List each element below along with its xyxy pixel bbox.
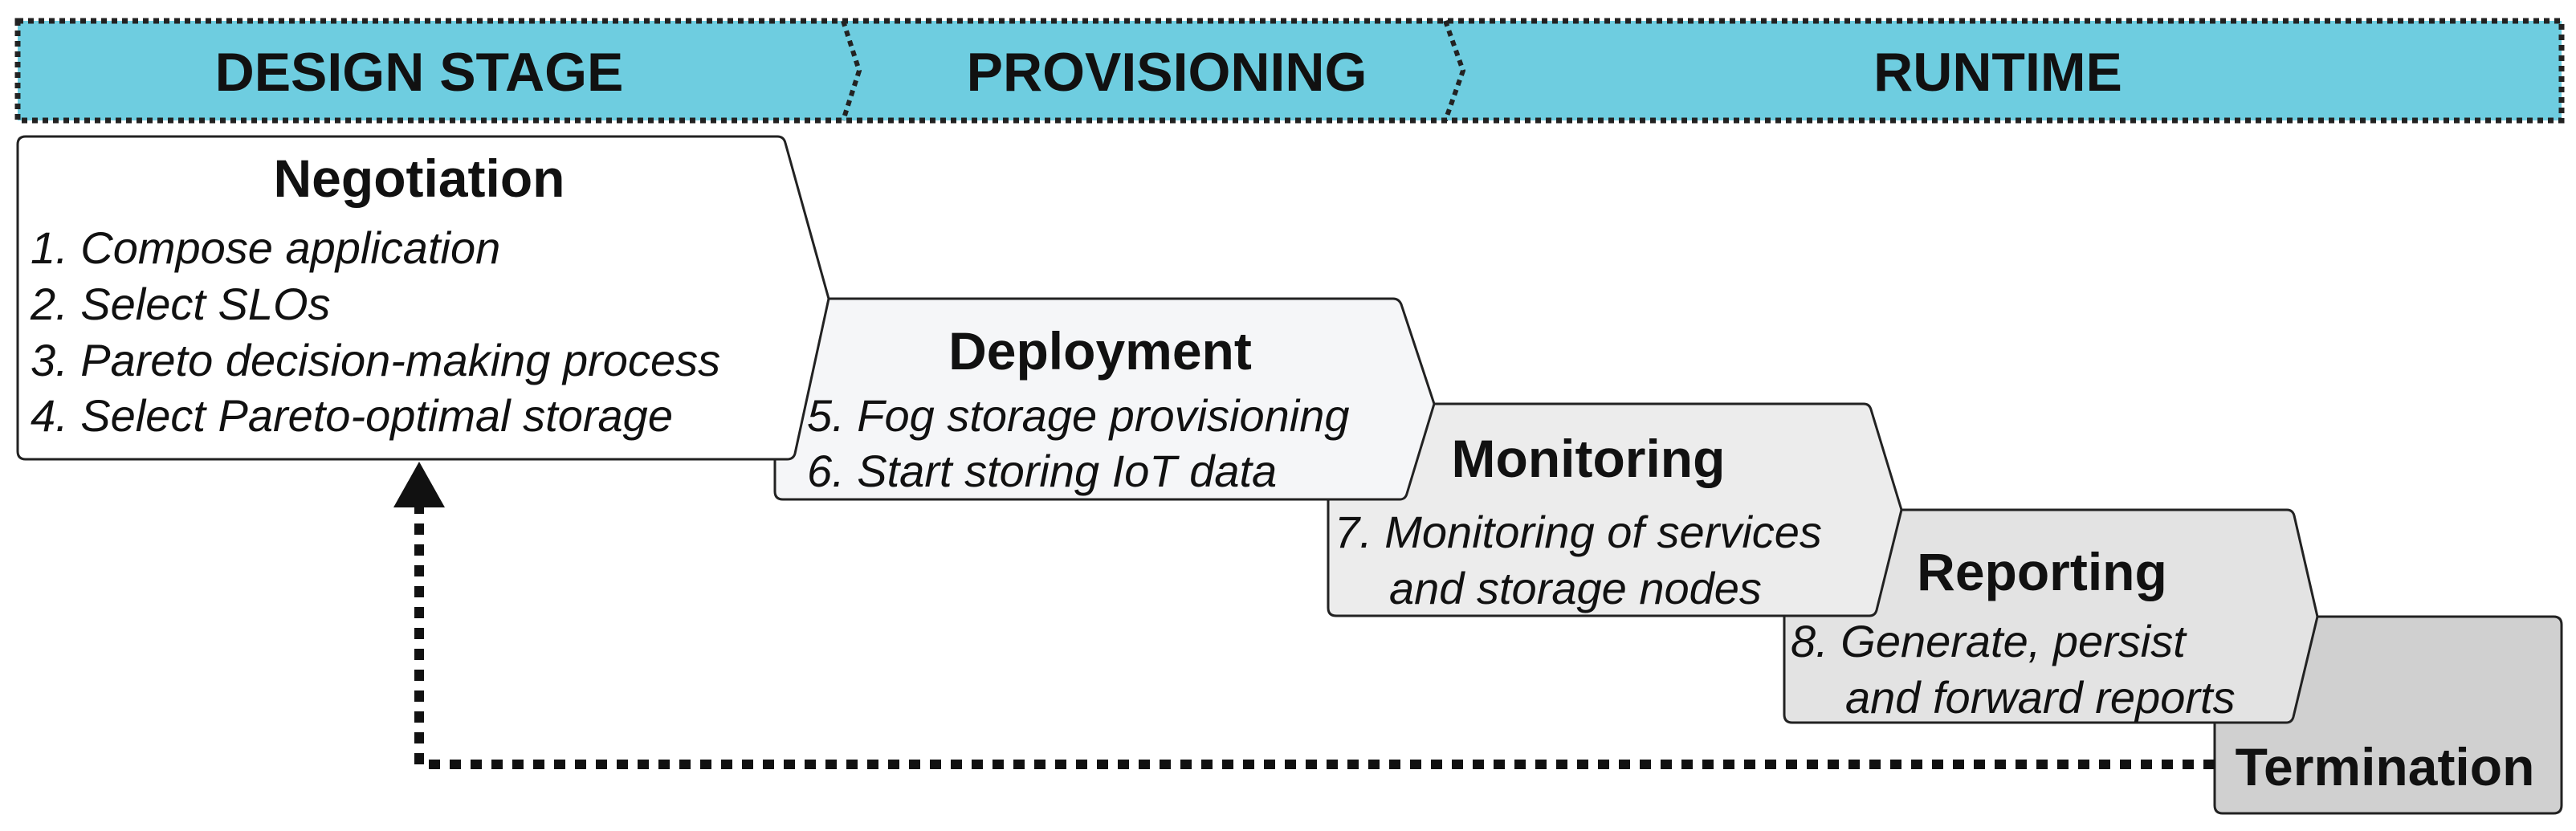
negotiation-box (16, 135, 830, 461)
negotiation-step-3: 3. Pareto decision-making process (31, 335, 720, 385)
stage-label-runtime: RUNTIME (1873, 42, 2122, 103)
negotiation-step-1: 1. Compose application (31, 222, 500, 273)
deployment-step-6: 6. Start storing IoT data (807, 446, 1277, 496)
monitoring-phase: Monitoring 7. Monitoring of services and… (1327, 402, 1903, 617)
feedback-arrowhead-icon (393, 462, 445, 507)
stage-divider-provisioning-runtime (1443, 19, 1466, 122)
stage-banner: DESIGN STAGE PROVISIONING RUNTIME (14, 18, 2565, 124)
termination-title: Termination (2236, 737, 2535, 796)
monitoring-step-7: 7. Monitoring of services (1335, 507, 1822, 557)
monitoring-step-7-cont: and storage nodes (1389, 563, 1762, 613)
stage-label-design: DESIGN STAGE (215, 42, 624, 103)
negotiation-phase: Negotiation 1. Compose application 2. Se… (16, 135, 830, 461)
reporting-step-8: 8. Generate, persist (1791, 616, 2187, 666)
negotiation-title: Negotiation (274, 149, 565, 208)
feedback-loop-line (414, 507, 2215, 769)
deployment-title: Deployment (948, 321, 1252, 381)
stage-label-provisioning: PROVISIONING (967, 42, 1367, 103)
stage-divider-design-provisioning (841, 20, 862, 121)
reporting-step-8-cont: and forward reports (1845, 672, 2236, 723)
negotiation-step-2: 2. Select SLOs (30, 279, 331, 329)
deployment-phase: Deployment 5. Fog storage provisioning 6… (773, 297, 1436, 501)
reporting-phase: Reporting 8. Generate, persist and forwa… (1783, 508, 2319, 724)
feedback-loop-arrow (393, 462, 2215, 769)
deployment-step-5: 5. Fog storage provisioning (807, 390, 1350, 441)
stage-banner-background (14, 18, 2565, 124)
negotiation-step-4: 4. Select Pareto-optimal storage (31, 390, 673, 441)
monitoring-title: Monitoring (1452, 429, 1726, 488)
reporting-title: Reporting (1917, 542, 2167, 601)
